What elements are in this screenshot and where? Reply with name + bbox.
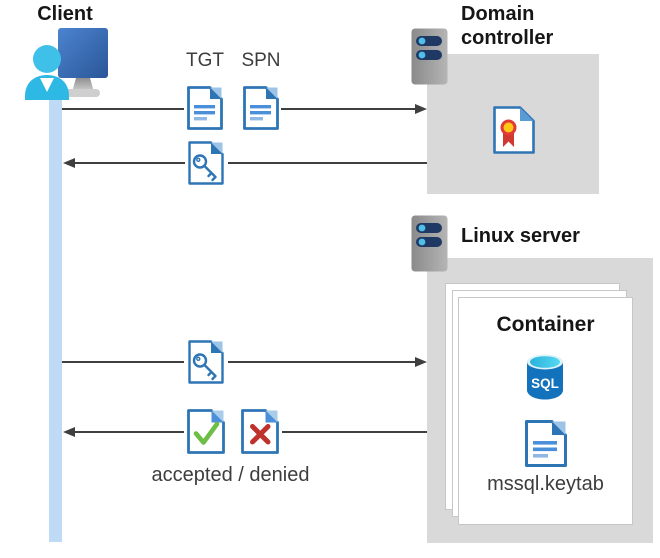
linux-server-title: Linux server xyxy=(461,225,580,247)
arrow-right-icon xyxy=(415,104,427,114)
container-page-front xyxy=(458,297,633,525)
arrow-left-icon xyxy=(63,158,75,168)
key-document-icon xyxy=(187,339,225,385)
x-document-icon xyxy=(240,408,280,455)
client-icon xyxy=(14,26,110,100)
arrow-left-icon xyxy=(63,427,75,437)
sql-database-icon: SQL xyxy=(525,353,565,400)
message1-line xyxy=(281,108,416,110)
client-label: Client xyxy=(37,3,93,25)
domain-controller-title: Domain controller xyxy=(461,2,553,50)
client-lifeline xyxy=(49,94,62,542)
monitor-stand xyxy=(72,78,94,92)
check-document-icon xyxy=(186,408,226,455)
monitor-base xyxy=(64,89,100,97)
message3-line xyxy=(228,361,416,363)
domain-controller-title-line2: controller xyxy=(461,27,554,49)
arrow-right-icon xyxy=(415,357,427,367)
server-icon xyxy=(411,28,448,85)
container-title: Container xyxy=(496,313,595,336)
certificate-icon xyxy=(492,105,536,155)
person-collar xyxy=(40,78,54,92)
message1-line xyxy=(62,108,184,110)
message4-line xyxy=(75,431,184,433)
domain-controller-title-line1: Domain xyxy=(461,3,535,25)
message4-line xyxy=(282,431,427,433)
monitor-icon xyxy=(58,28,108,78)
person-head xyxy=(33,45,61,73)
message2-line xyxy=(75,162,185,164)
keytab-document-icon xyxy=(524,419,568,468)
spn-document-icon xyxy=(242,85,280,131)
tgt-label: TGT xyxy=(186,50,224,71)
server-icon xyxy=(411,215,448,272)
spn-label: SPN xyxy=(241,50,281,71)
message2-line xyxy=(228,162,427,164)
sql-label: SQL xyxy=(531,376,559,391)
keytab-label: mssql.keytab xyxy=(487,473,604,495)
key-document-icon xyxy=(187,140,225,186)
message3-line xyxy=(62,361,184,363)
tgt-document-icon xyxy=(186,85,224,131)
result-caption: accepted / denied xyxy=(151,464,310,486)
